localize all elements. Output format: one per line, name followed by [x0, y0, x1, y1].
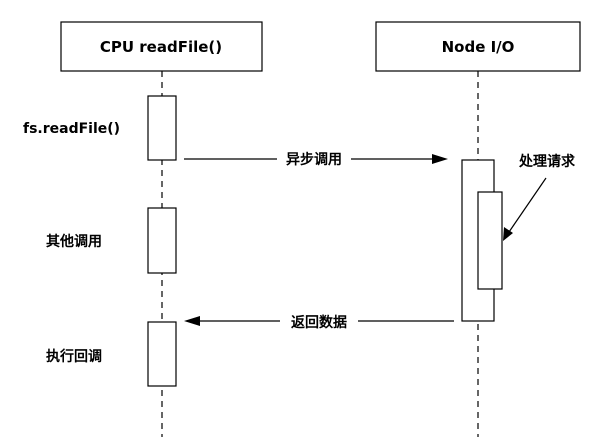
arrow-right-icon — [432, 154, 448, 164]
participant-node-box — [375, 21, 581, 72]
participant-node: Node I/O — [375, 21, 581, 72]
participant-node-label: Node I/O — [442, 38, 515, 56]
message-return-data-label-bg — [280, 310, 358, 332]
message-return-data-label: 返回数据 — [291, 314, 347, 331]
participant-cpu-box — [60, 21, 263, 72]
step-call-label: fs.readFile() — [23, 121, 120, 137]
annotation-process-request: 处理请求 — [503, 153, 576, 241]
arrow-left-icon — [184, 316, 200, 326]
annotation-pointer-line — [508, 177, 547, 233]
step-callback-label: 执行回调 — [46, 348, 102, 365]
participant-cpu-label: CPU readFile() — [100, 38, 222, 56]
message-return-data: 返回数据 — [184, 310, 454, 332]
node-activation-inner — [477, 191, 503, 290]
cpu-activation-callback — [147, 321, 177, 387]
cpu-activation-call — [147, 95, 177, 161]
step-other-label: 其他调用 — [46, 233, 102, 250]
message-async-call-label: 异步调用 — [286, 151, 342, 168]
participant-cpu: CPU readFile() — [60, 21, 263, 72]
message-async-call-label-bg — [277, 147, 351, 169]
message-async-call: 异步调用 — [184, 147, 448, 169]
annotation-arrow-icon — [503, 227, 513, 241]
cpu-activation-other — [147, 207, 177, 274]
annotation-process-request-label: 处理请求 — [518, 153, 576, 170]
